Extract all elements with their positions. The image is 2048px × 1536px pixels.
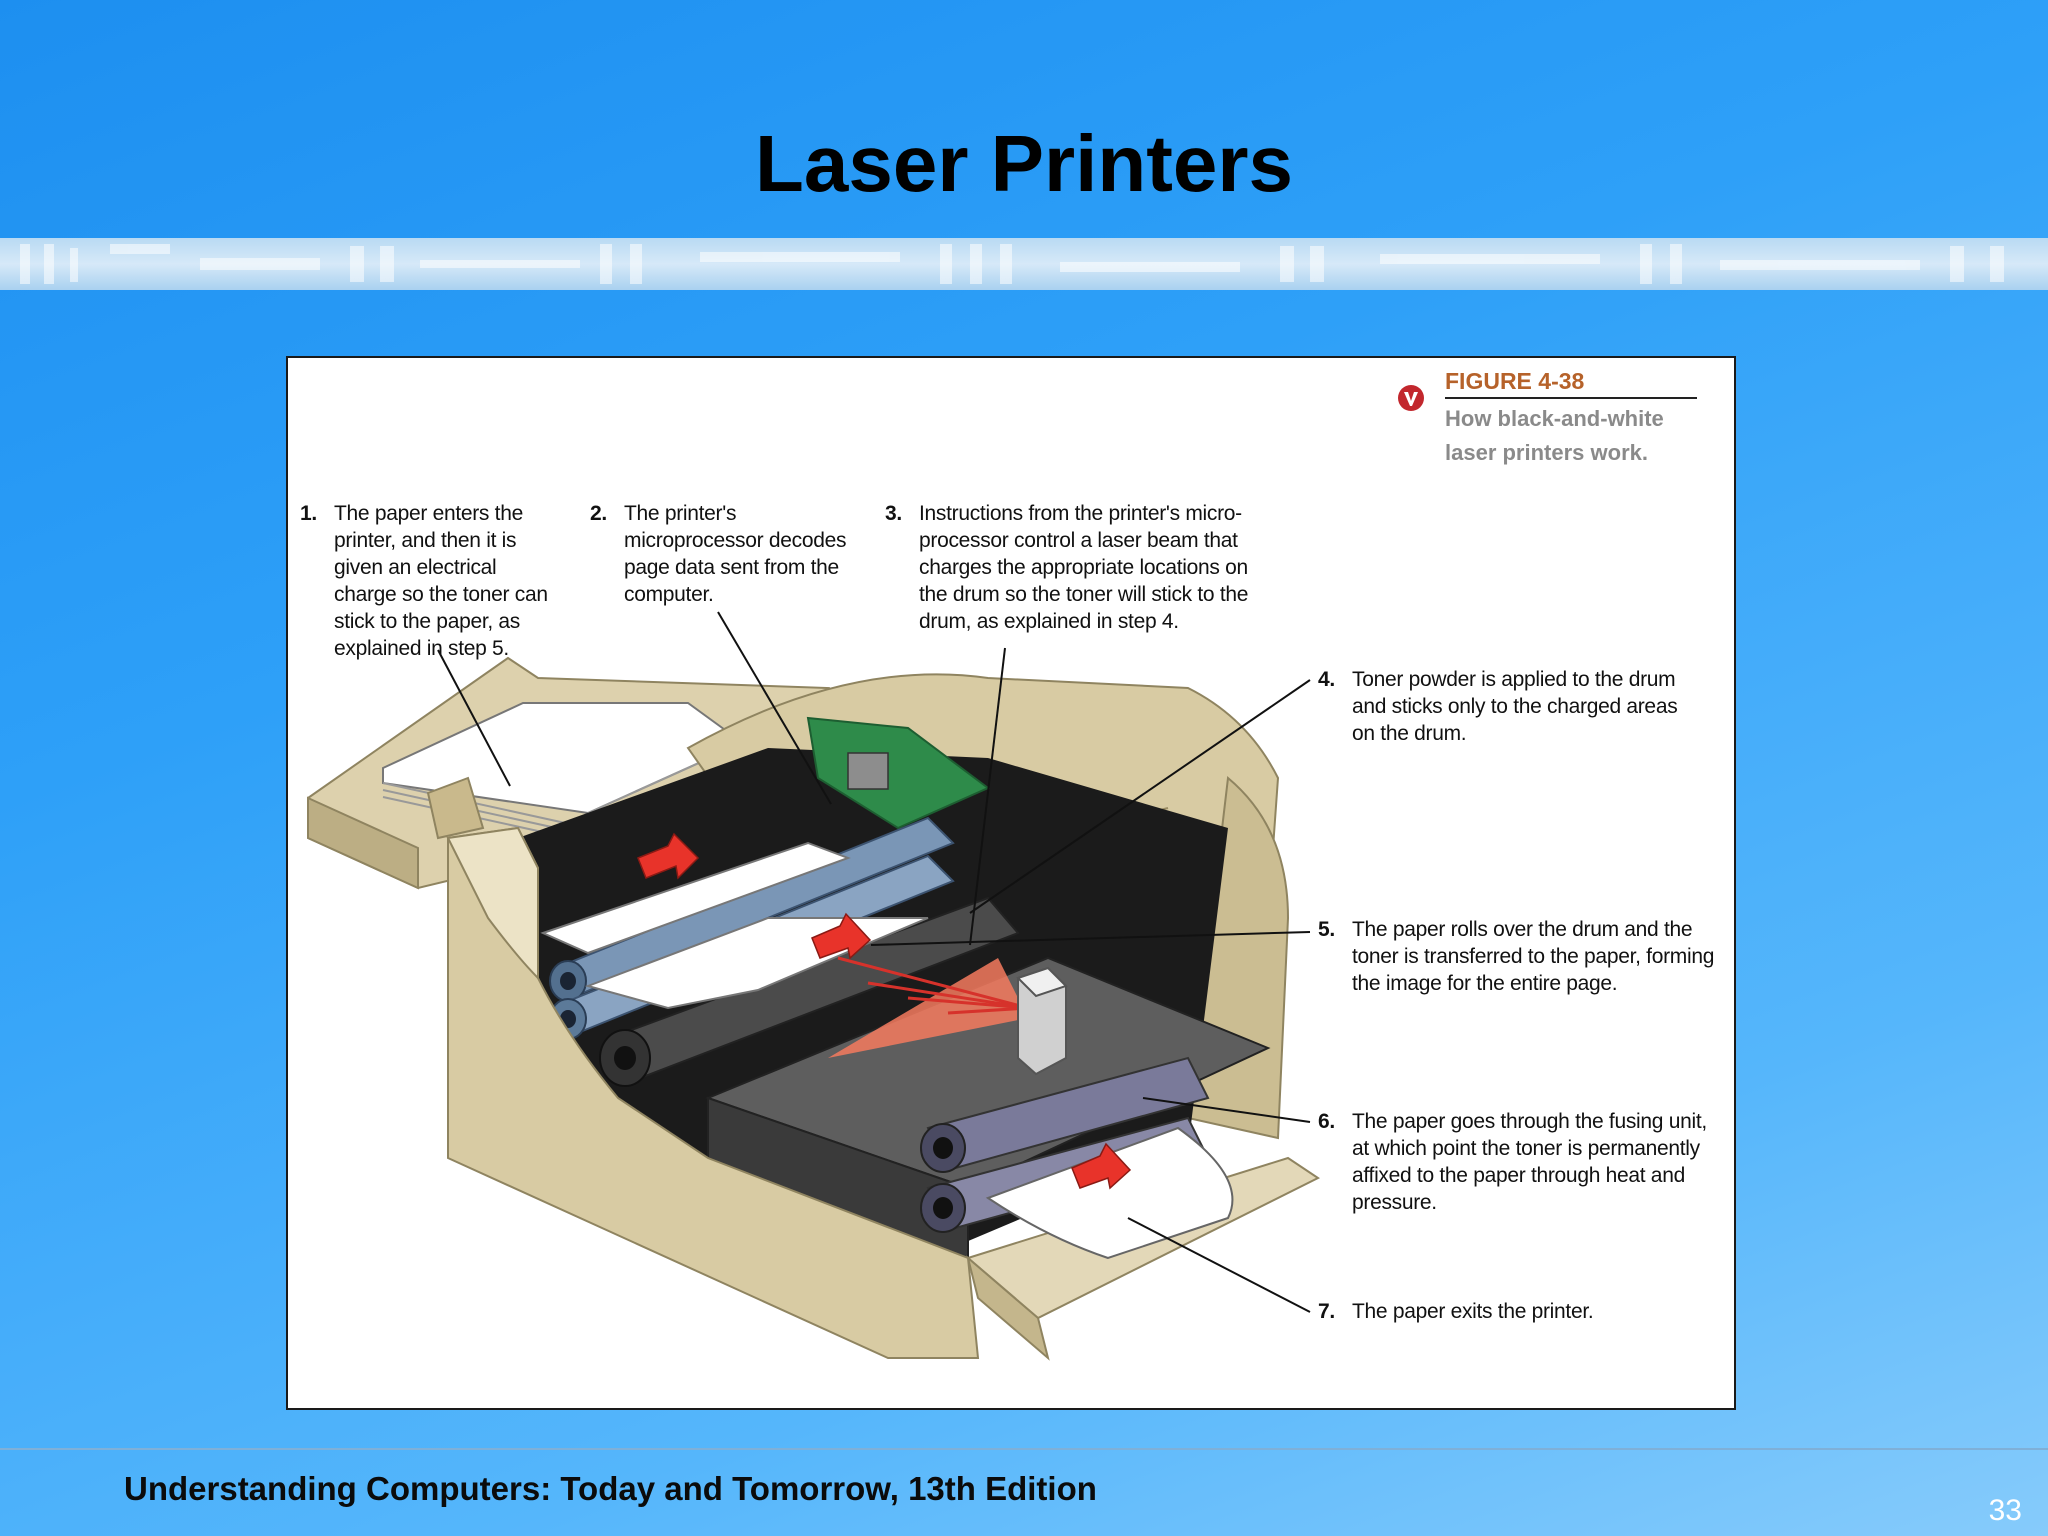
step-text-line: and sticks only to the charged areas bbox=[1352, 695, 1678, 718]
step-text-line: page data sent from the bbox=[624, 556, 839, 579]
step-text-line: printer, and then it is bbox=[334, 529, 517, 552]
step-text-line: microprocessor decodes bbox=[624, 529, 847, 552]
step-text-line: The printer's bbox=[624, 502, 737, 525]
figure-caption-line: How black-and-white bbox=[1445, 406, 1664, 431]
figure-caption-line: laser printers work. bbox=[1445, 440, 1648, 465]
step-text-line: computer. bbox=[624, 583, 714, 606]
step-text-line: explained in step 5. bbox=[334, 637, 509, 660]
step-text-line: the image for the entire page. bbox=[1352, 972, 1618, 995]
step-text-line: on the drum. bbox=[1352, 722, 1467, 745]
step-text-line: charges the appropriate locations on bbox=[919, 556, 1248, 579]
step-number: 1. bbox=[300, 502, 317, 525]
step-number: 5. bbox=[1318, 918, 1335, 941]
laser-printer-figure: FIGURE 4-38 How black-and-white laser pr… bbox=[286, 356, 1736, 1410]
step-text-line: the drum so the toner will stick to the bbox=[919, 583, 1249, 606]
step-text-line: charge so the toner can bbox=[334, 583, 548, 606]
step-text-line: Instructions from the printer's micro- bbox=[919, 502, 1242, 525]
step-number: 3. bbox=[885, 502, 902, 525]
step-number: 4. bbox=[1318, 668, 1335, 691]
step-number: 2. bbox=[590, 502, 607, 525]
step-text-line: at which point the toner is permanently bbox=[1352, 1137, 1700, 1160]
footer-book-title: Understanding Computers: Today and Tomor… bbox=[124, 1470, 1097, 1507]
step-text-line: The paper goes through the fusing unit, bbox=[1352, 1110, 1707, 1133]
step-text-line: toner is transferred to the paper, formi… bbox=[1352, 945, 1715, 968]
step-text-line: The paper enters the bbox=[334, 502, 523, 525]
step-text-line: The paper exits the printer. bbox=[1352, 1300, 1594, 1323]
footer-divider bbox=[0, 1448, 2048, 1450]
step-text-line: stick to the paper, as bbox=[334, 610, 521, 633]
slide-title: Laser Printers bbox=[754, 119, 1294, 208]
step-number: 7. bbox=[1318, 1300, 1335, 1323]
step-text-line: pressure. bbox=[1352, 1191, 1437, 1214]
step-text-line: Toner powder is applied to the drum bbox=[1352, 668, 1676, 691]
figure-badge-icon bbox=[1397, 384, 1425, 412]
step-text-line: drum, as explained in step 4. bbox=[919, 610, 1179, 633]
step-text-line: processor control a laser beam that bbox=[919, 529, 1238, 552]
step-text-line: The paper rolls over the drum and the bbox=[1352, 918, 1693, 941]
step-text-line: given an electrical bbox=[334, 556, 497, 579]
figure-label: FIGURE 4-38 bbox=[1445, 368, 1697, 399]
laser-printer-illustration bbox=[307, 611, 1320, 1361]
decorative-circuit-band bbox=[0, 238, 2048, 290]
step-number: 6. bbox=[1318, 1110, 1335, 1133]
figure-caption: How black-and-white laser printers work. bbox=[1445, 402, 1705, 470]
step-text-line: affixed to the paper through heat and bbox=[1352, 1164, 1685, 1187]
page-number: 33 bbox=[1988, 1494, 2022, 1527]
